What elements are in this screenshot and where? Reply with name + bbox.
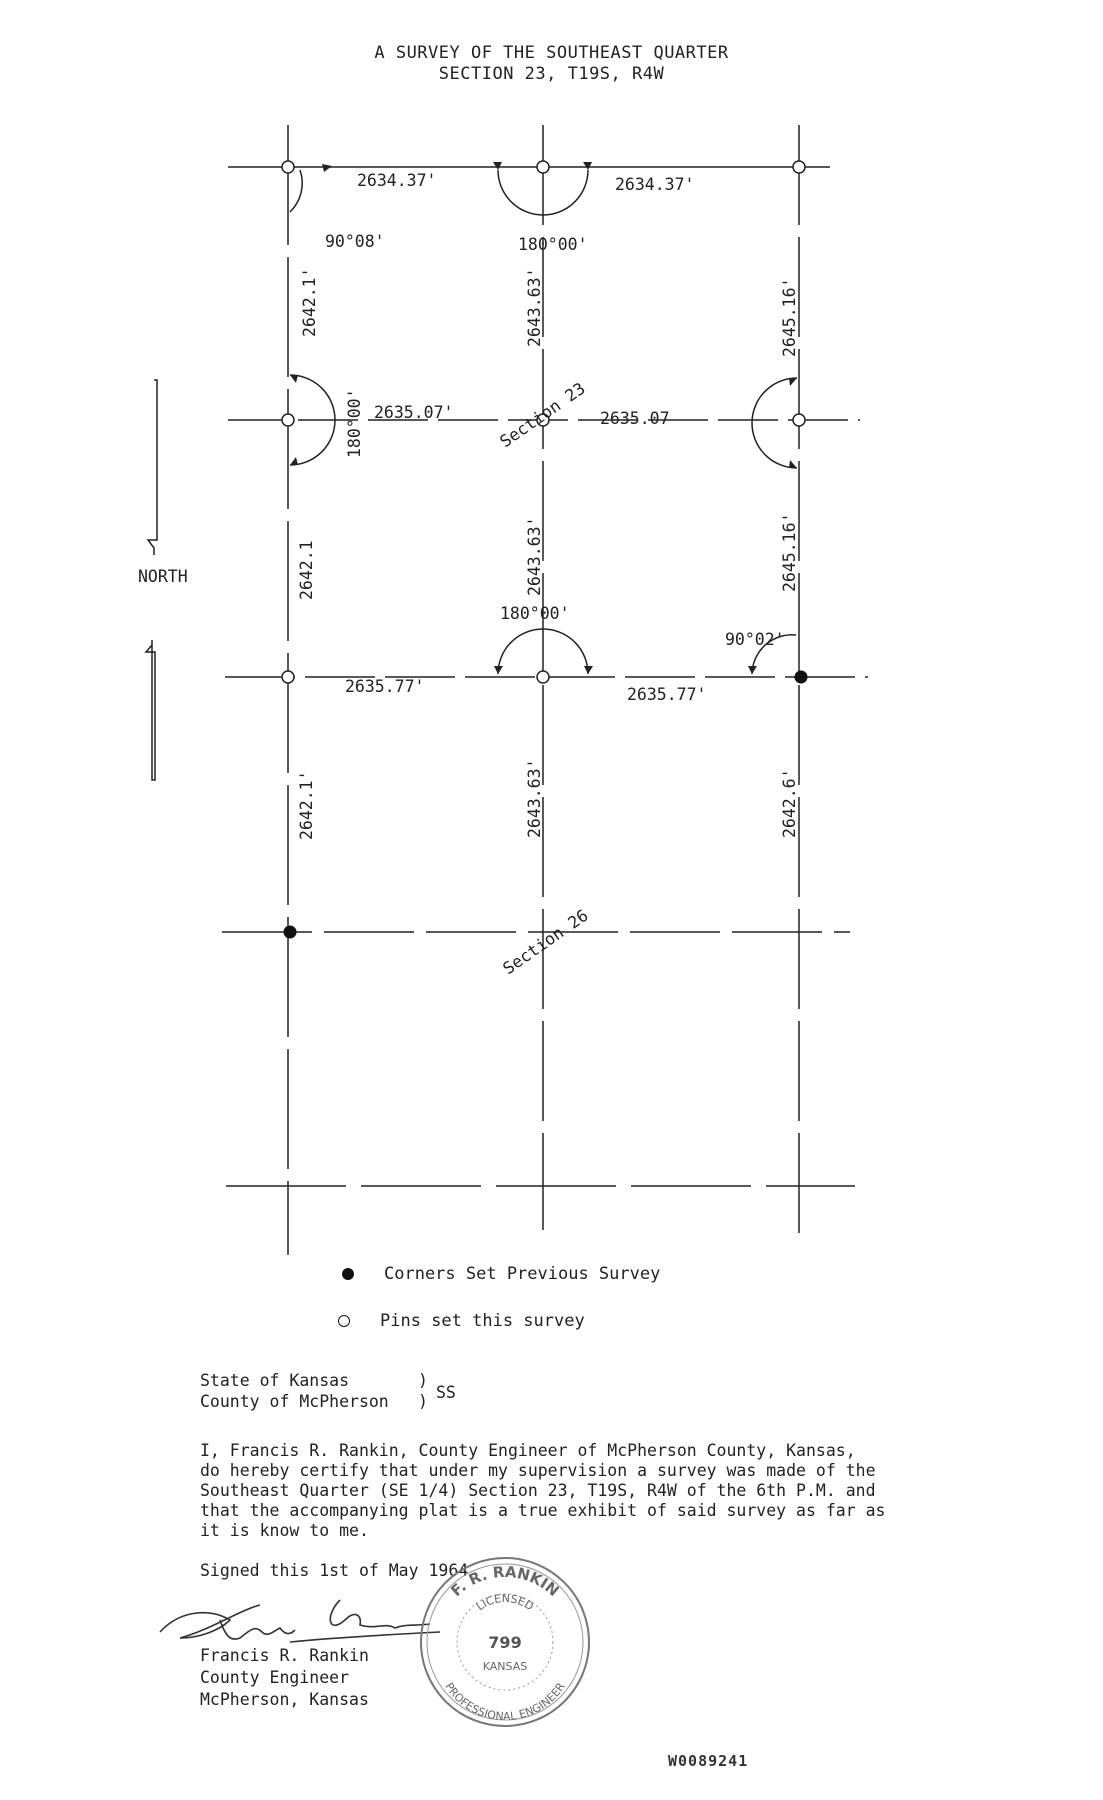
arc-lower-center bbox=[497, 628, 589, 675]
cert-line-4: that the accompanying plat is a true exh… bbox=[200, 1501, 886, 1520]
pin-mid-center bbox=[536, 413, 550, 427]
pin-mid-right bbox=[792, 413, 806, 427]
cert-line-3: Southeast Quarter (SE 1/4) Section 23, T… bbox=[200, 1481, 876, 1500]
signer-place: McPherson, Kansas bbox=[200, 1690, 369, 1709]
cert-line-2: do hereby certify that under my supervis… bbox=[200, 1461, 876, 1480]
pin-lower-left bbox=[281, 670, 295, 684]
brace-bottom: ) bbox=[418, 1392, 428, 1411]
seal-state: KANSAS bbox=[483, 1660, 527, 1673]
east-lower-distance: 2642.6' bbox=[780, 768, 799, 838]
brace-top: ) bbox=[418, 1371, 428, 1390]
west-upper-distance: 2642.1' bbox=[300, 267, 319, 337]
legend-this-survey-label: Pins set this survey bbox=[380, 1311, 585, 1331]
seal-number: 799 bbox=[488, 1633, 521, 1652]
svg-text:LICENSED: LICENSED bbox=[474, 1592, 536, 1613]
arc-mid-right bbox=[751, 377, 798, 469]
venue-brace: ) ) bbox=[418, 1370, 428, 1412]
legend-previous-label: Corners Set Previous Survey bbox=[384, 1264, 661, 1284]
arc-mid-left bbox=[289, 374, 336, 466]
corner-previous-se bbox=[794, 670, 808, 684]
filled-dot-icon bbox=[342, 1268, 354, 1280]
legend-this-survey: Pins set this survey bbox=[338, 1311, 585, 1331]
arc-top-left bbox=[289, 169, 303, 213]
signer-block: Francis R. Rankin County Engineer McPher… bbox=[200, 1645, 369, 1711]
seal-bottom-text: PROFESSIONAL ENGINEER bbox=[442, 1680, 568, 1723]
north-arrow-shaft-bottom bbox=[144, 640, 156, 781]
angle-top-center: 180°00' bbox=[518, 235, 588, 254]
north-arrow-shaft-top bbox=[146, 379, 158, 555]
pin-mid-left bbox=[281, 413, 295, 427]
pin-top-left bbox=[281, 160, 295, 174]
signer-title: County Engineer bbox=[200, 1668, 350, 1687]
certification-text: I, Francis R. Rankin, County Engineer of… bbox=[200, 1441, 960, 1541]
angle-lower-right: 90°02' bbox=[725, 630, 785, 649]
arc-top-center bbox=[497, 169, 589, 216]
ss-label: SS bbox=[436, 1383, 456, 1402]
state-line: State of Kansas bbox=[200, 1371, 350, 1390]
section-26-label: Section 26 bbox=[499, 906, 591, 979]
angle-lower-center: 180°00' bbox=[500, 604, 570, 623]
center-upper-distance: 2643.63' bbox=[525, 268, 544, 347]
east-middle-distance: 2645.16' bbox=[780, 513, 799, 592]
angle-top-left: 90°08' bbox=[325, 232, 385, 251]
signer-name: Francis R. Rankin bbox=[200, 1646, 369, 1665]
document-number: W0089241 bbox=[668, 1752, 749, 1770]
center-lower-distance: 2643.63' bbox=[525, 759, 544, 838]
east-upper-distance: 2645.16' bbox=[780, 278, 799, 357]
top-right-distance: 2634.37' bbox=[615, 175, 694, 194]
signed-date-line: Signed this 1st of May 1964 bbox=[200, 1561, 469, 1580]
document-title-line-2: SECTION 23, T19S, R4W bbox=[438, 64, 665, 84]
pin-top-center bbox=[536, 160, 550, 174]
venue-block: State of Kansas County of McPherson bbox=[200, 1370, 389, 1412]
north-label: NORTH bbox=[138, 567, 188, 586]
cert-line-5: it is know to me. bbox=[200, 1521, 369, 1540]
survey-plat: NORTH 2634.37' 2634.37' 90°08' 180°00' 2… bbox=[138, 125, 868, 1255]
cert-line-1: I, Francis R. Rankin, County Engineer of… bbox=[200, 1441, 856, 1460]
mid-left-distance: 2635.07' bbox=[374, 403, 453, 422]
center-middle-distance: 2643.63' bbox=[525, 517, 544, 596]
svg-text:PROFESSIONAL ENGINEER: PROFESSIONAL ENGINEER bbox=[442, 1680, 568, 1723]
west-middle-distance: 2642.1 bbox=[297, 540, 316, 600]
mid-right-distance: 2635.07 bbox=[600, 409, 670, 428]
lower-right-distance: 2635.77' bbox=[627, 685, 706, 704]
document-title-line-1: A SURVEY OF THE SOUTHEAST QUARTER bbox=[374, 43, 729, 63]
legend-previous: Corners Set Previous Survey bbox=[342, 1264, 660, 1284]
top-left-distance: 2634.37' bbox=[357, 171, 436, 190]
west-lower-distance: 2642.1' bbox=[297, 770, 316, 840]
lower-left-distance: 2635.77' bbox=[345, 677, 424, 696]
county-line: County of McPherson bbox=[200, 1392, 389, 1411]
seal-licensed-text: LICENSED bbox=[474, 1592, 536, 1613]
corner-previous-sw bbox=[283, 925, 297, 939]
open-dot-icon bbox=[338, 1315, 350, 1327]
pin-top-right bbox=[792, 160, 806, 174]
pin-lower-center bbox=[536, 670, 550, 684]
handwritten-signature bbox=[159, 1599, 441, 1643]
engineer-seal: F. R. RANKIN LICENSED 799 KANSAS PROFESS… bbox=[420, 1557, 590, 1727]
angle-mid-left: 180°00' bbox=[345, 388, 364, 458]
